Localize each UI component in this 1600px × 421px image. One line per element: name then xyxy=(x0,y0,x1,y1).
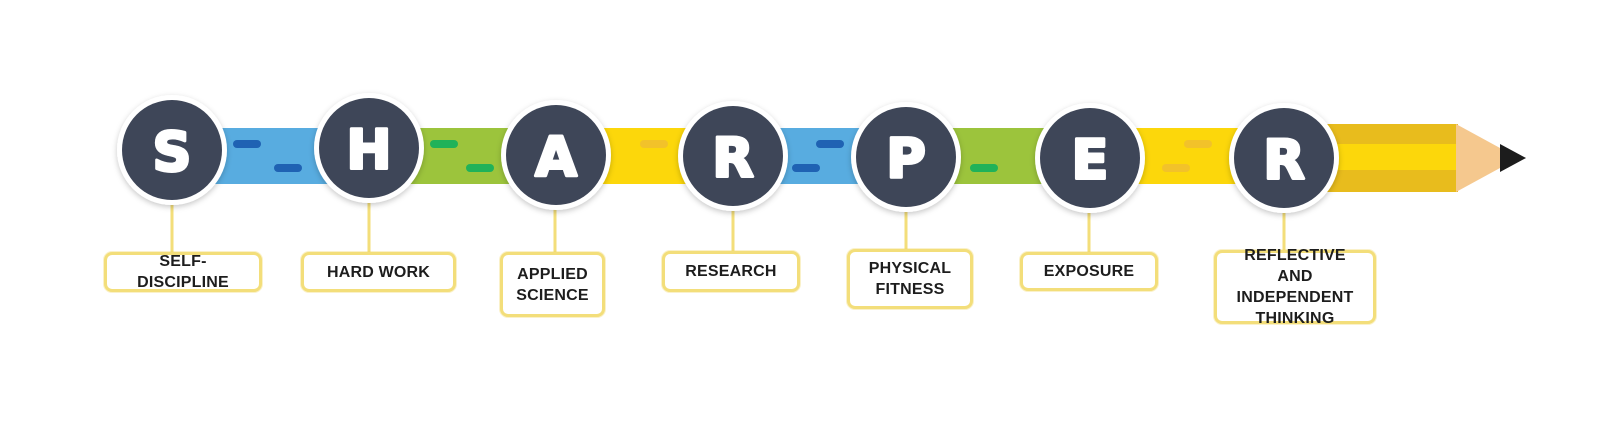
circle-fill xyxy=(506,105,606,205)
band-dash xyxy=(274,164,302,172)
circle-fill xyxy=(856,107,956,207)
circle-fill xyxy=(683,106,783,206)
label-text: APPLIED SCIENCE xyxy=(516,265,589,304)
letter-circle-h: H xyxy=(314,93,424,203)
letter-circle-a: A xyxy=(501,100,611,210)
band-dash xyxy=(792,164,820,172)
band-dash xyxy=(640,140,668,148)
circle-fill xyxy=(1234,108,1334,208)
label-text: SELF-DISCIPLINE xyxy=(137,253,229,291)
band-dash xyxy=(970,164,998,172)
circle-fill xyxy=(122,100,222,200)
letter-circle-e: E xyxy=(1035,103,1145,213)
label-box-applied-science: APPLIED SCIENCE xyxy=(500,252,605,317)
pencil-graphite-tip xyxy=(1500,144,1526,172)
label-text: EXPOSURE xyxy=(1043,263,1135,280)
pencil-wood-cone xyxy=(1456,124,1500,192)
label-box-physical-fitness: PHYSICAL FITNESS xyxy=(847,249,973,309)
band-dash xyxy=(1184,140,1212,148)
label-box-hard-work: HARD WORK xyxy=(301,252,456,292)
letter-circle-r: R xyxy=(1229,103,1339,213)
label-box-self-discipline: SELF-DISCIPLINE xyxy=(104,252,262,292)
circle-letter: R xyxy=(712,127,754,190)
circle-fill xyxy=(1040,108,1140,208)
letter-circle-r: R xyxy=(678,101,788,211)
circle-letter: A xyxy=(535,126,577,189)
label-text: PHYSICAL FITNESS xyxy=(868,260,952,298)
letter-circle-p: P xyxy=(851,102,961,212)
band-dash xyxy=(816,140,844,148)
circle-fill xyxy=(319,98,419,198)
band-dash xyxy=(233,140,261,148)
band-dash xyxy=(1162,164,1190,172)
circle-letter: S xyxy=(153,121,192,184)
circle-letter: E xyxy=(1072,129,1109,192)
label-text: RESEARCH xyxy=(685,263,777,280)
label-text: HARD WORK xyxy=(326,263,431,281)
circle-letter: R xyxy=(1263,129,1305,192)
band-dash xyxy=(430,140,458,148)
label-box-research: RESEARCH xyxy=(662,251,800,292)
circle-letter: H xyxy=(346,119,391,182)
connector-lines xyxy=(170,202,1286,252)
label-text: REFLECTIVE AND INDEPENDENT THINKING xyxy=(1236,247,1354,327)
label-box-exposure: EXPOSURE xyxy=(1020,252,1158,291)
letter-circle-s: S xyxy=(117,95,227,205)
band-dashes xyxy=(233,140,1212,172)
circle-letter: P xyxy=(886,128,926,191)
band-dash xyxy=(466,164,494,172)
label-box-reflective-independent-thinking: REFLECTIVE AND INDEPENDENT THINKING xyxy=(1214,247,1376,327)
